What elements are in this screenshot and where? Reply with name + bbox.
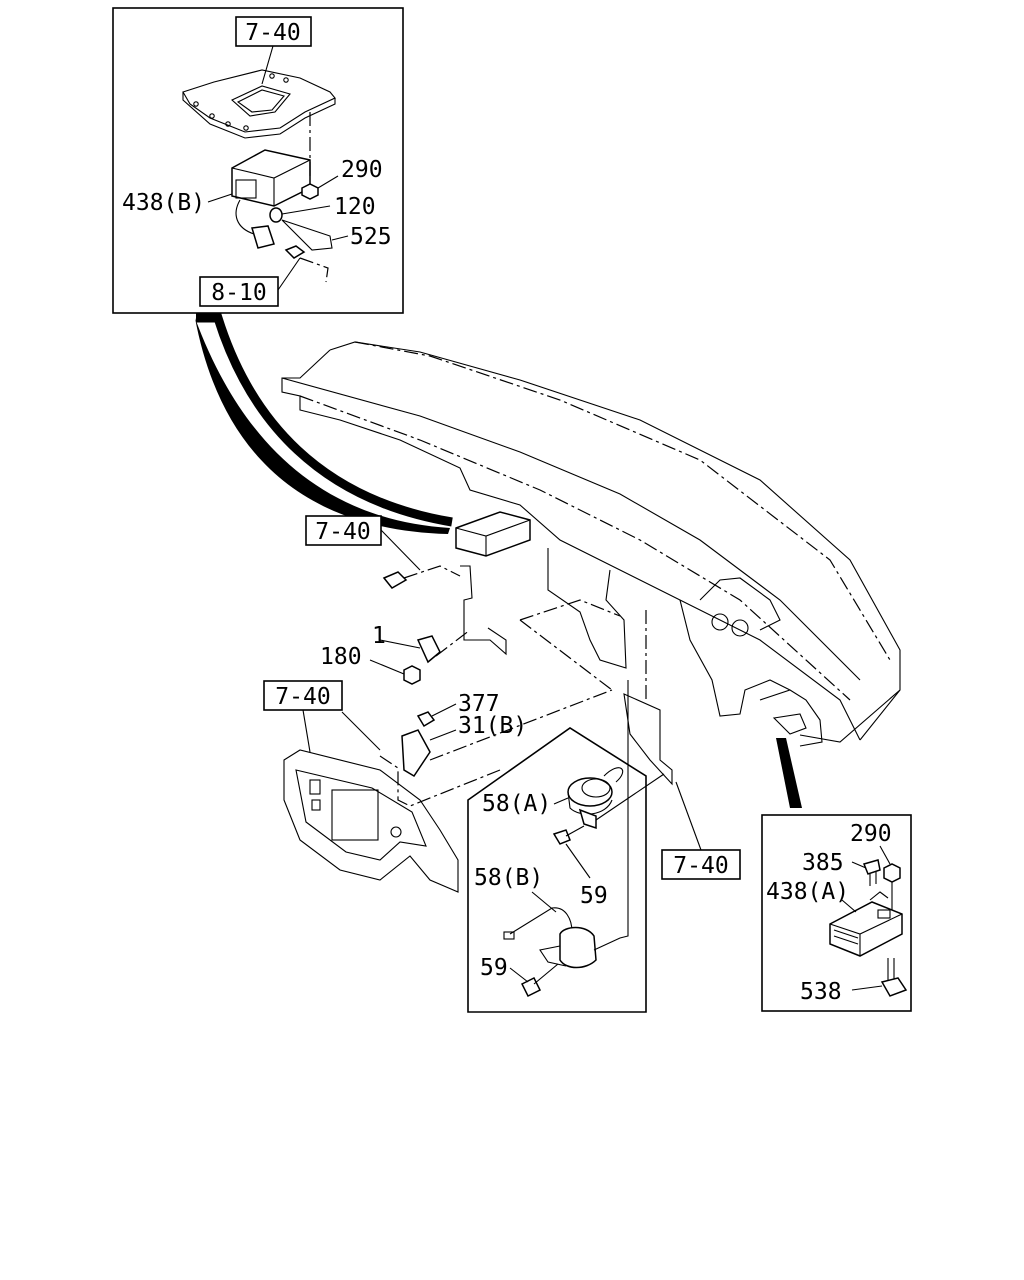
lower-bracket [460, 565, 507, 656]
ref-box-7-40-top[interactable] [235, 16, 312, 47]
bolt-59-upper [552, 829, 571, 845]
inset-pointer-arc [195, 318, 450, 534]
top-inset-frame [112, 7, 404, 314]
clip-1 [416, 635, 441, 664]
nut-290-top [301, 183, 319, 200]
instrument-panel-beam [281, 341, 901, 747]
label-290-top: 290 [341, 157, 383, 183]
connector-plug [284, 245, 306, 259]
ref-8-10: 8-10 [211, 280, 266, 306]
label-59-upper: 59 [580, 883, 608, 909]
bolt-538 [880, 977, 908, 997]
label-385: 385 [802, 850, 844, 876]
grommet-120 [269, 207, 283, 223]
label-58b: 58(B) [474, 865, 543, 891]
nut-180 [403, 665, 421, 685]
top-inset: 7-40 438(B) 290 120 525 8-10 [112, 7, 404, 314]
ref-7-40-horn: 7-40 [673, 853, 728, 879]
horn-inset: 58(A) 59 58(B) 59 [467, 610, 673, 1013]
nut-290-right [883, 863, 901, 883]
label-290-right: 290 [850, 821, 892, 847]
label-120: 120 [334, 194, 376, 220]
right-pointer [776, 738, 802, 808]
ref-7-40-mid: 7-40 [315, 519, 370, 545]
bolt-upper [382, 571, 408, 589]
ref-7-40-top: 7-40 [245, 20, 300, 46]
horn-58a [567, 767, 624, 830]
control-unit-a [829, 901, 903, 957]
ref-box-7-40-lower[interactable] [263, 680, 343, 711]
ref-box-7-40-horn[interactable] [661, 849, 741, 880]
label-1: 1 [372, 623, 386, 649]
right-inset: 290 385 438(A) 538 [761, 814, 912, 1012]
label-377: 377 [458, 691, 500, 717]
label-438b: 438(B) [122, 190, 205, 216]
right-inset-frame [761, 814, 912, 1012]
label-538: 538 [800, 979, 842, 1005]
ref-7-40-lower: 7-40 [275, 684, 330, 710]
label-59-lower: 59 [480, 955, 508, 981]
bolt-385 [862, 859, 881, 875]
label-58a: 58(A) [482, 791, 551, 817]
clip-377 [416, 711, 436, 728]
label-31b: 31(B) [458, 713, 527, 739]
horn-58b [503, 680, 629, 969]
ref-box-7-40-mid[interactable] [305, 515, 382, 546]
sensor-bracket [182, 69, 336, 139]
side-cover-panel [283, 749, 459, 893]
label-438a: 438(A) [766, 879, 849, 905]
control-unit-b [231, 149, 311, 249]
label-180: 180 [320, 644, 362, 670]
harness-525 [281, 219, 333, 251]
horn-inset-frame [467, 727, 647, 1013]
bracket-31b [401, 729, 431, 778]
label-525: 525 [350, 224, 392, 250]
ref-box-8-10[interactable] [199, 276, 279, 307]
